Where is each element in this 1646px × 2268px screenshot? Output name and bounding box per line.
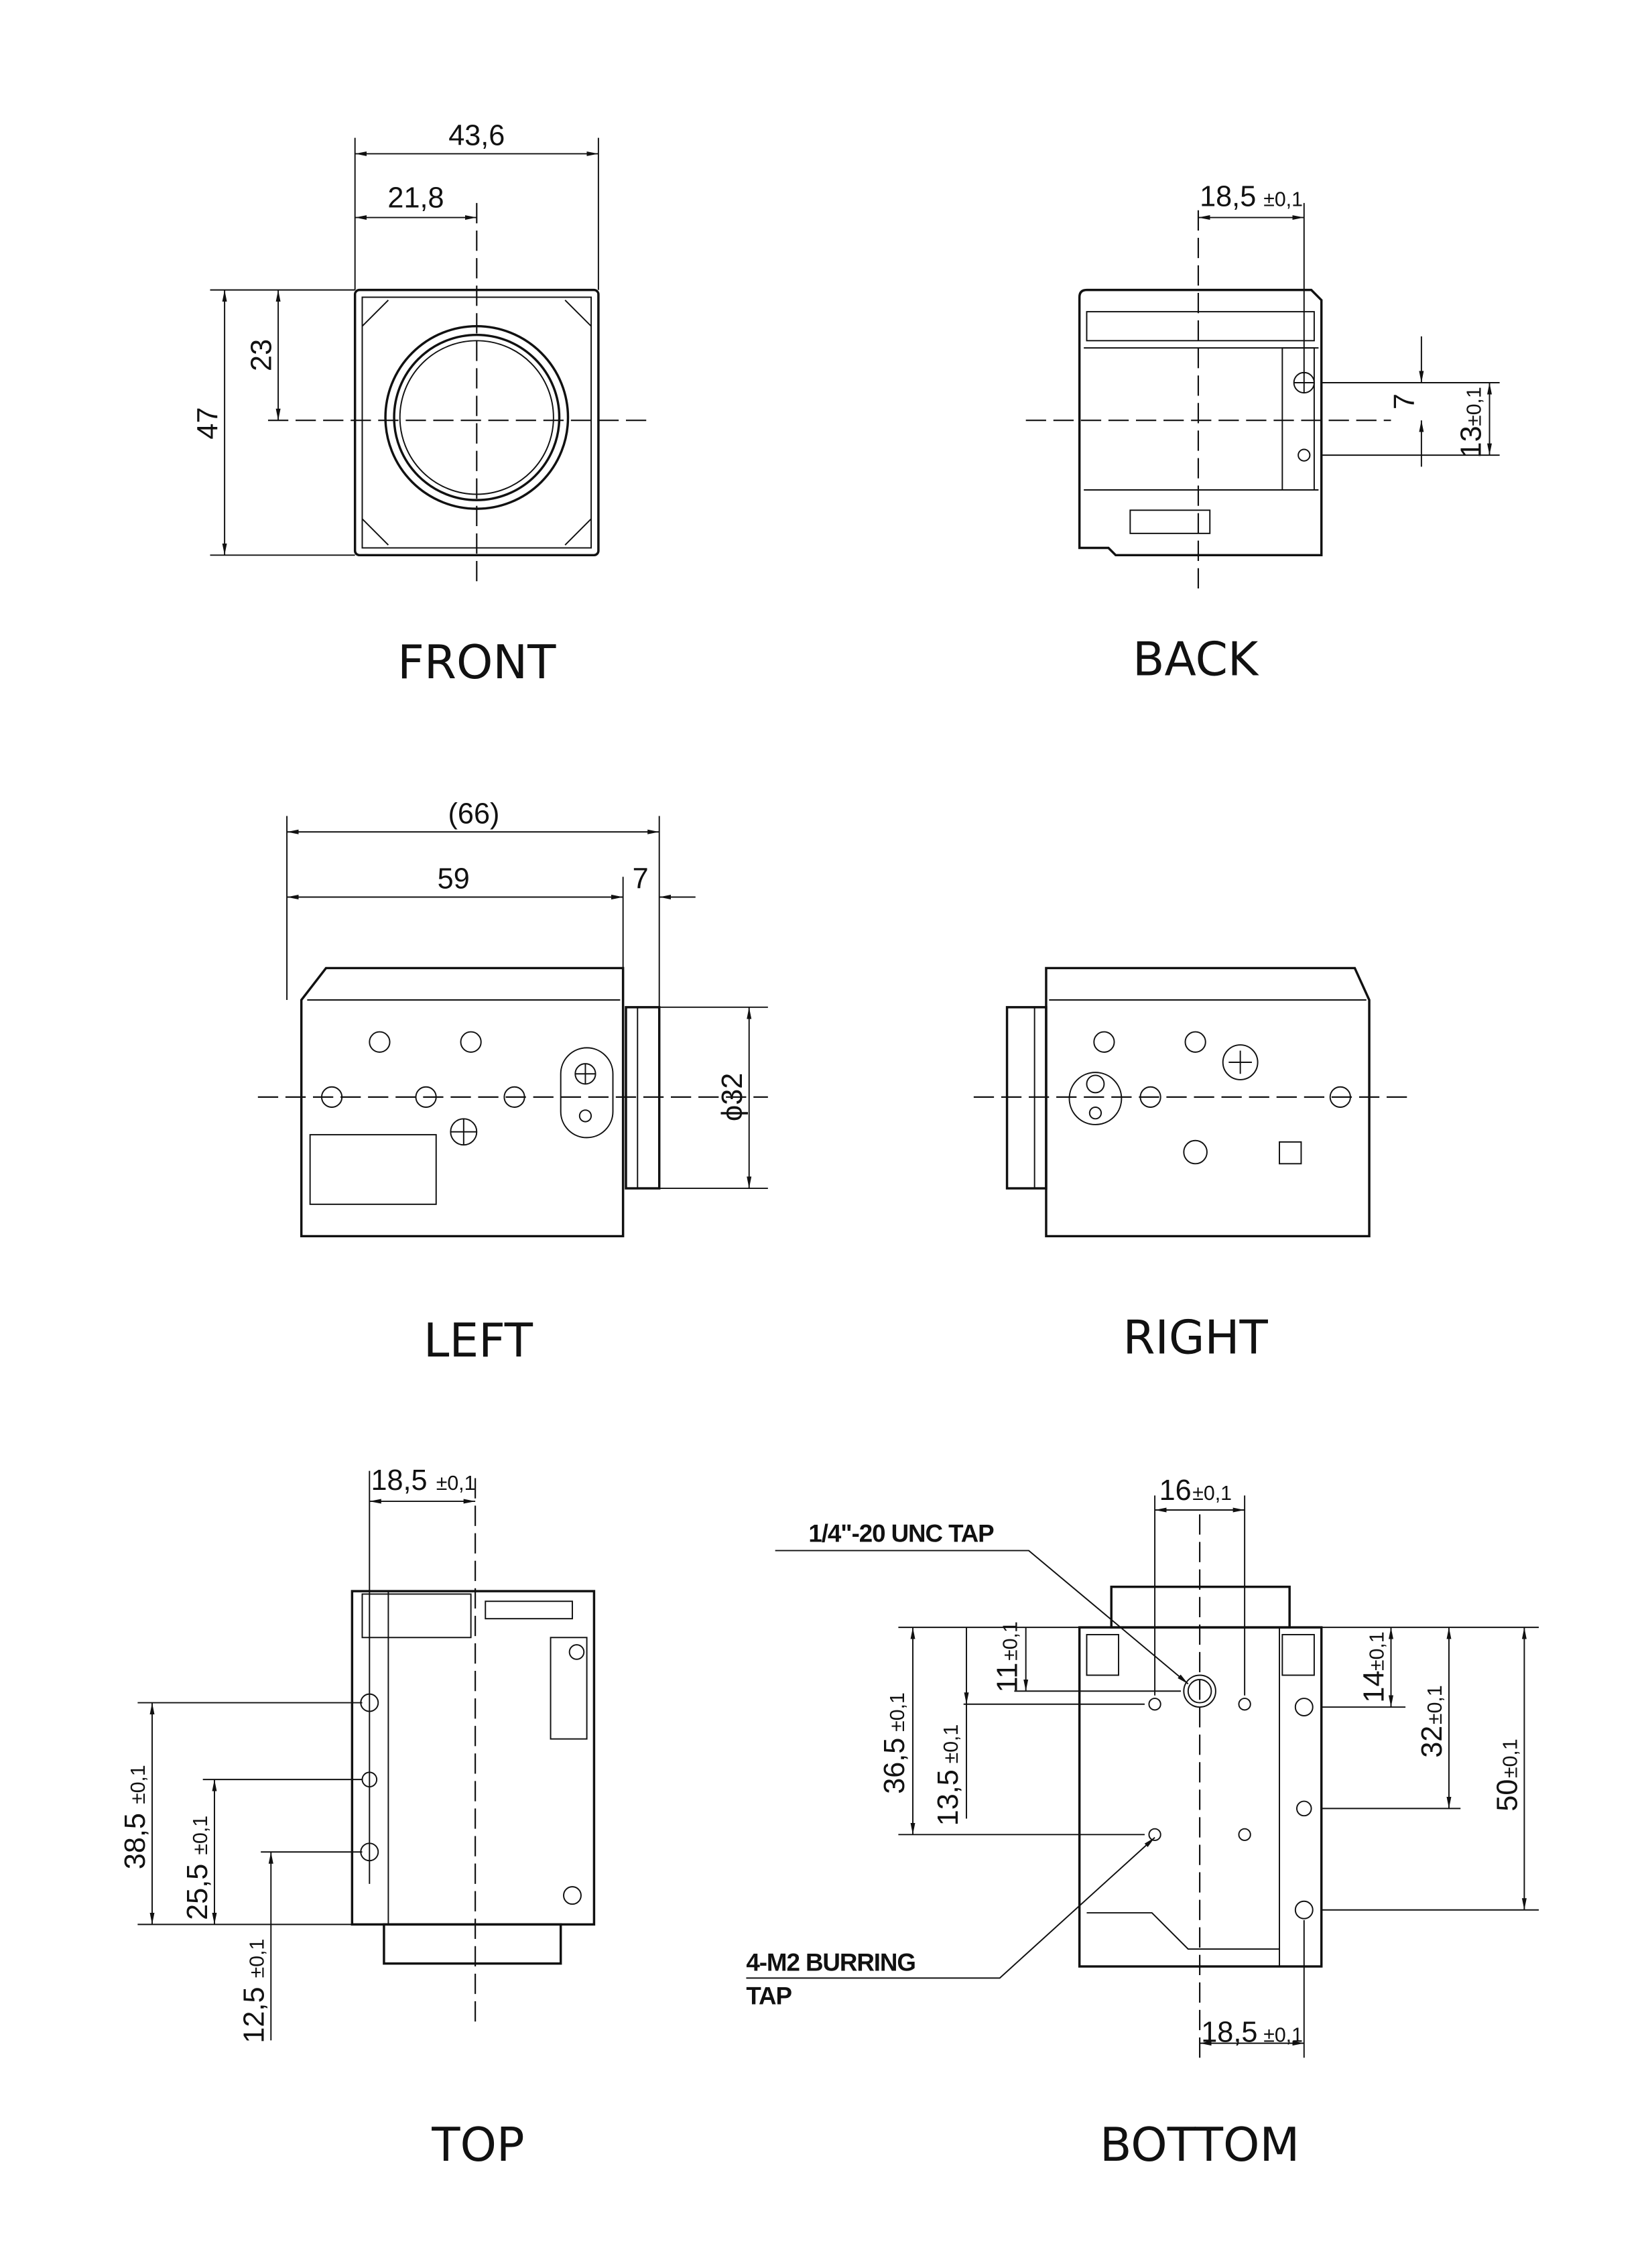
dim-bottom-offset-tol: ±0,1 bbox=[1263, 2024, 1303, 2046]
dim-top-spacing: 16 bbox=[1159, 1474, 1192, 1507]
dim-h3: 12,5 bbox=[238, 1987, 270, 2043]
dim-h2-tol: ±0,1 bbox=[190, 1816, 212, 1855]
dim-7: 7 bbox=[1389, 393, 1421, 410]
dim-body: 59 bbox=[438, 863, 470, 895]
dim-13-tol: ±0,1 bbox=[1464, 387, 1486, 426]
view-label-front: FRONT bbox=[397, 636, 556, 690]
dim-height: 47 bbox=[192, 407, 224, 440]
dim-32: 32 bbox=[1416, 1726, 1448, 1758]
dim-diameter: ϕ32 bbox=[716, 1073, 749, 1121]
dim-36-tol: ±0,1 bbox=[887, 1692, 909, 1732]
dim-14: 14 bbox=[1358, 1670, 1391, 1702]
dim-offset-tol: ±0,1 bbox=[1263, 188, 1303, 210]
dim-half-height: 23 bbox=[245, 339, 277, 371]
dim-offset-tol: ±0,1 bbox=[436, 1472, 476, 1495]
dim-top-spacing-tol: ±0,1 bbox=[1192, 1483, 1232, 1505]
view-label-top: TOP bbox=[431, 2119, 524, 2172]
dim-11-tol: ±0,1 bbox=[1000, 1621, 1022, 1661]
note-m2-tap-line2: TAP bbox=[746, 1982, 792, 2009]
front-view: 43,6 21,8 47 23 FRONT bbox=[192, 119, 652, 690]
dim-bottom-offset: 18,5 bbox=[1201, 2016, 1257, 2048]
dim-offset: 18,5 bbox=[371, 1464, 427, 1497]
dim-13-5: 13,5 bbox=[932, 1769, 964, 1826]
top-view: 18,5 ±0,1 38,5 ±0,1 25,5 ±0,1 12,5 ±0,1 … bbox=[119, 1464, 596, 2172]
dim-h1-tol: ±0,1 bbox=[127, 1765, 149, 1804]
dim-13: 13 bbox=[1456, 426, 1488, 458]
dim-overall: (66) bbox=[448, 798, 500, 830]
view-label-bottom: BOTTOM bbox=[1100, 2119, 1300, 2172]
dim-11: 11 bbox=[992, 1663, 1024, 1693]
right-view: RIGHT bbox=[973, 966, 1413, 1365]
bottom-view: 16 ±0,1 18,5 ±0,1 11 ±0,1 36,5 ±0,1 13,5… bbox=[746, 1474, 1539, 2172]
dim-h2: 25,5 bbox=[182, 1864, 214, 1920]
dim-half-width: 21,8 bbox=[387, 182, 444, 214]
view-label-left: LEFT bbox=[424, 1314, 533, 1368]
dim-50-tol: ±0,1 bbox=[1500, 1739, 1522, 1778]
left-view: (66) 59 7 ϕ32 LEFT bbox=[257, 798, 768, 1368]
dim-13-5-tol: ±0,1 bbox=[940, 1724, 962, 1764]
dim-50: 50 bbox=[1492, 1779, 1524, 1812]
dim-32-tol: ±0,1 bbox=[1424, 1685, 1446, 1724]
back-view: 18,5 ±0,1 7 13 ±0,1 BACK bbox=[1025, 180, 1500, 687]
note-m2-tap-line1: 4-M2 BURRING bbox=[746, 1949, 915, 1976]
dim-h1: 38,5 bbox=[119, 1813, 151, 1869]
dim-h3-tol: ±0,1 bbox=[246, 1939, 268, 1978]
dim-36: 36,5 bbox=[879, 1738, 911, 1794]
dim-width: 43,6 bbox=[448, 119, 505, 151]
note-unc-tap: 1/4"-20 UNC TAP bbox=[808, 1520, 994, 1548]
dim-offset: 18,5 bbox=[1200, 180, 1256, 212]
dim-14-tol: ±0,1 bbox=[1367, 1631, 1389, 1671]
dim-flange: 7 bbox=[633, 863, 649, 895]
view-label-right: RIGHT bbox=[1123, 1312, 1268, 1365]
view-label-back: BACK bbox=[1133, 633, 1259, 687]
